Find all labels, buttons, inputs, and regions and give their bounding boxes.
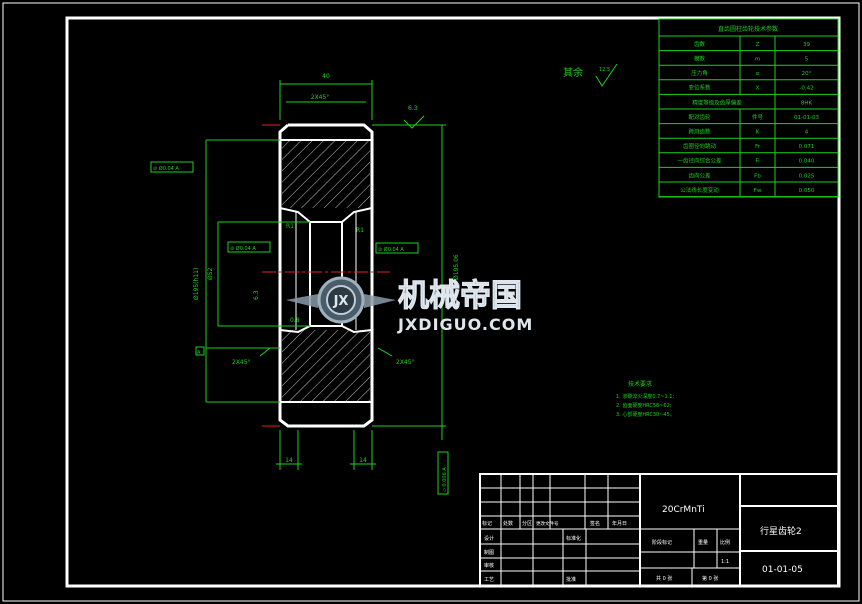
part-number: 01-01-05 (762, 565, 803, 575)
dimension-texts: 40 2X45° 6.3 ⊘ Ø0.04 A ⊘ Ø0.04 A ⊘ Ø0.04… (153, 73, 460, 492)
sheet-number: 第 0 张 (702, 575, 718, 582)
param-name: 模数 (694, 55, 706, 63)
watermark-en: JXDIGUO.COM (397, 315, 533, 334)
gdt-mid-right: ⊘ Ø0.04 A (378, 246, 404, 253)
roughness-symbol (595, 63, 618, 87)
param-value: 4 (805, 130, 809, 136)
wing-left-icon (286, 294, 318, 308)
param-symbol: m (755, 57, 760, 63)
param-symbol: Fi (755, 159, 760, 165)
dim-fillet-2: R1 (356, 227, 364, 234)
watermark-logo: JX 机械帝国 JXDIGUO.COM (286, 276, 533, 334)
param-value: 01-01-03 (794, 115, 819, 121)
role-3: 工艺 (484, 577, 494, 583)
watermark-cn: 机械帝国 (398, 278, 522, 314)
param-name: 齿圈径向跳动 (683, 142, 717, 150)
param-name: 配对齿轮 (688, 113, 711, 121)
param-name: 精度等级及齿厚偏差 (692, 98, 742, 106)
dim-rough-left-1: 6.3 (253, 290, 260, 300)
params-table-title: 直齿圆柱齿轮技术参数 (718, 25, 778, 33)
rev-header-1: 处数 (503, 520, 513, 527)
dim-fillet-1: R1 (286, 223, 294, 230)
notes-line-2: 2. 齿面硬度HRC58~62; (616, 402, 672, 409)
param-value: 5 (805, 57, 809, 63)
gdt-left-top: ⊘ Ø0.04 A (153, 165, 179, 172)
param-name: 压力角 (691, 69, 708, 77)
dim-rough-top: 6.3 (408, 105, 418, 112)
scale-label: 比例 (720, 539, 730, 546)
approve-label: 批准 (566, 576, 576, 583)
dim-chamfer-bl: 2X45° (232, 359, 251, 366)
param-name: 齿向公差 (688, 171, 711, 179)
param-name: 一齿径向综合公差 (677, 157, 722, 165)
param-name: 变位系数 (688, 84, 711, 92)
param-symbol: Fw (754, 188, 762, 194)
param-symbol: K (756, 130, 760, 136)
scale-value: 1:1 (721, 559, 729, 565)
param-value: 8HK (801, 100, 813, 106)
gdt-frames (150, 161, 449, 495)
param-value: 0.050 (799, 188, 815, 194)
gear-section (278, 123, 374, 428)
params-rows: 齿数 Z 39 模数 m 5 压力角 α 20° 变位系数 X -0.42 精度等级及齿厚偏差 8HK 配对… (659, 36, 838, 198)
dim-bore: Ø52 (207, 267, 214, 280)
param-symbol: X (756, 86, 760, 92)
dimension-lines (205, 80, 446, 470)
role-1: 制图 (484, 549, 494, 556)
notes-title: 技术要求 (628, 380, 652, 388)
notes-line-3: 3. 心部硬度HRC30~45。 (616, 411, 675, 418)
roughness-value: 12.5 (599, 67, 610, 73)
dim-width: 40 (322, 73, 330, 80)
dim-bot-left: 14 (285, 457, 293, 464)
param-symbol: α (756, 71, 760, 77)
rev-header-0: 标记 (482, 520, 492, 527)
rev-header-4: 签名 (590, 520, 600, 527)
dim-dia-left: Ø195(h11) (193, 268, 200, 300)
std-label: 标准化 (566, 535, 581, 542)
notes-line-1: 1. 渗碳淬火深度0.7~1.1; (616, 393, 674, 400)
dim-chamfer-top: 2X45° (311, 94, 330, 101)
title-block-texts: 20CrMnTi 行星齿轮2 01-01-05 标记 处数 分区 更改文件号 签… (482, 505, 803, 583)
inner-frame (65, 16, 841, 588)
dim-dia-right: Ø195.06 (453, 254, 460, 280)
datum-label: A (197, 350, 201, 356)
param-value: 20° (802, 71, 812, 77)
param-symbol: 件号 (752, 113, 764, 121)
gdt-mid-left: ⊘ Ø0.04 A (230, 245, 256, 252)
dim-chamfer-br: 2X45° (396, 359, 415, 366)
roughness-label: 其余 (563, 66, 583, 79)
part-name: 行星齿轮2 (760, 525, 802, 537)
role-0: 设计 (484, 535, 494, 542)
rev-header-2: 分区 (522, 520, 532, 527)
rev-header-3: 更改文件号 (536, 520, 559, 527)
stage-label: 阶段标记 (652, 539, 672, 546)
param-value: 0.025 (799, 173, 815, 179)
param-name: 公法线长度变动 (680, 186, 719, 194)
param-value: -0.42 (799, 86, 813, 92)
title-block (479, 473, 839, 587)
param-symbol: Fr (755, 144, 761, 150)
watermark-badge: JX (333, 294, 349, 309)
technical-notes: 技术要求 1. 渗碳淬火深度0.7~1.1; 2. 齿面硬度HRC58~62; … (616, 380, 675, 418)
param-value: 0.040 (799, 159, 815, 165)
wing-right-icon (364, 294, 396, 308)
param-name: 齿数 (694, 40, 706, 48)
weight-label: 重量 (698, 539, 708, 546)
dim-rough-left-2: 0.8 (290, 317, 300, 324)
rev-header-5: 年月日 (612, 520, 627, 527)
dim-bot-right: 14 (359, 457, 367, 464)
gdt-flatness: ▱ 0.006 A (442, 467, 448, 492)
material: 20CrMnTi (662, 505, 705, 515)
param-value: 39 (803, 42, 810, 48)
params-table (658, 18, 839, 198)
sheets-total: 共 0 张 (656, 575, 672, 582)
param-name: 跨测齿数 (688, 128, 711, 136)
param-value: 0.071 (799, 144, 815, 150)
param-symbol: Fb (754, 173, 761, 179)
role-2: 审核 (484, 562, 494, 569)
param-symbol: Z (756, 42, 760, 48)
